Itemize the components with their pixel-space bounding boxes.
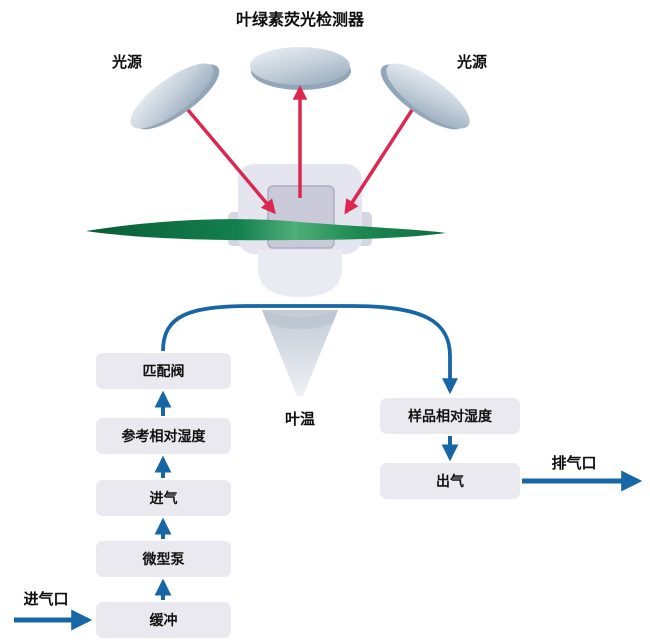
light-source-right-label: 光源 bbox=[456, 53, 488, 71]
diagram-title: 叶绿素荧光检测器 bbox=[235, 10, 365, 29]
exhaust-label: 排气口 bbox=[551, 454, 597, 472]
box-buffer: 缓冲 bbox=[96, 602, 231, 638]
box-matching-valve: 匹配阀 bbox=[96, 353, 231, 389]
light-source-left-label: 光源 bbox=[111, 53, 143, 71]
light-source-left-icon bbox=[130, 63, 220, 130]
box-reference-rh: 参考相对湿度 bbox=[96, 418, 231, 454]
air-inlet-label: 进气口 bbox=[23, 590, 69, 608]
detector-lens-icon bbox=[250, 47, 351, 90]
box-air-intake: 进气 bbox=[96, 480, 231, 516]
flow-arrows bbox=[14, 304, 643, 631]
box-sample-rh: 样品相对湿度 bbox=[380, 398, 520, 434]
box-air-out: 出气 bbox=[380, 463, 520, 499]
leaf-temperature-cone-icon bbox=[262, 310, 338, 396]
box-micro-pump: 微型泵 bbox=[96, 541, 231, 577]
light-source-right-icon bbox=[380, 63, 470, 130]
leaf-temperature-label: 叶温 bbox=[284, 410, 316, 428]
excitation-beam-arrows bbox=[186, 85, 414, 215]
leaf-shape bbox=[86, 219, 446, 241]
